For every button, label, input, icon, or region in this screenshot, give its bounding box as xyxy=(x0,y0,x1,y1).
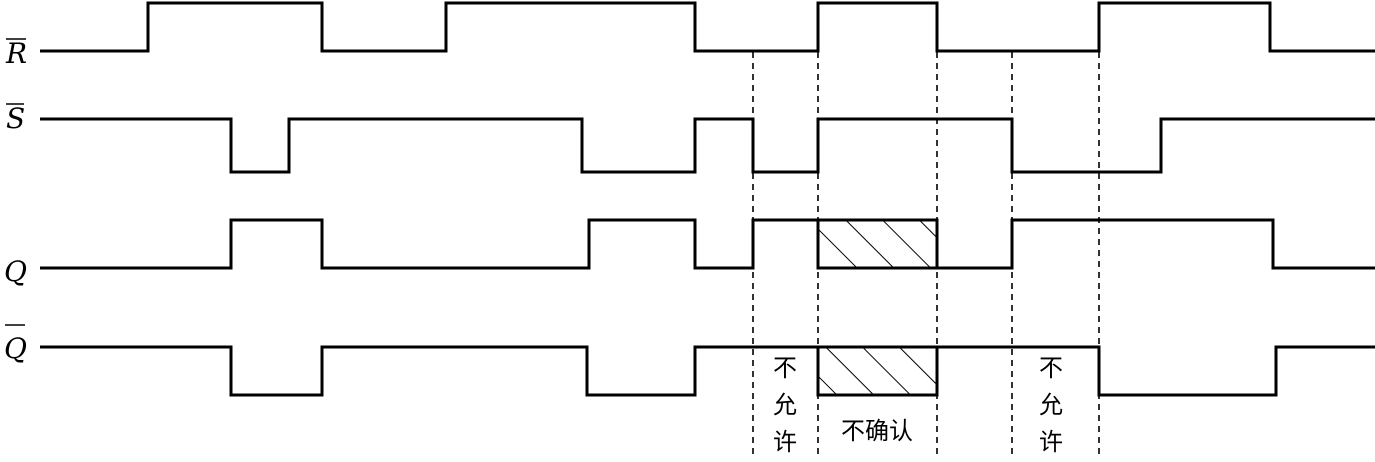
svg-text:允: 允 xyxy=(773,391,797,419)
svg-text:允: 允 xyxy=(1039,391,1063,419)
svg-text:S: S xyxy=(6,102,25,135)
svg-text:许: 许 xyxy=(1039,428,1063,456)
svg-text:Q: Q xyxy=(4,255,27,288)
s-bar-waveform xyxy=(40,117,1375,174)
uncertain-annotation: 不确认 xyxy=(841,417,913,445)
svg-text:不: 不 xyxy=(1039,354,1063,382)
not-allowed-annotation-2: 不 允 许 xyxy=(1039,354,1063,456)
q-indeterminate-region xyxy=(816,218,939,270)
svg-text:R: R xyxy=(5,37,27,70)
q-waveform xyxy=(40,218,1375,270)
s-bar-label: S xyxy=(6,102,25,135)
q-bar-waveform xyxy=(40,345,1375,397)
q-bar-label: Q xyxy=(4,324,27,365)
svg-text:许: 许 xyxy=(773,428,797,456)
r-bar-waveform xyxy=(40,1,1375,53)
r-bar-label: R xyxy=(5,37,27,70)
q-label: Q xyxy=(4,255,27,288)
svg-text:Q: Q xyxy=(4,332,27,365)
qbar-indeterminate-region xyxy=(816,345,939,397)
not-allowed-annotation-1: 不 允 许 xyxy=(773,354,797,456)
svg-text:不: 不 xyxy=(773,354,797,382)
